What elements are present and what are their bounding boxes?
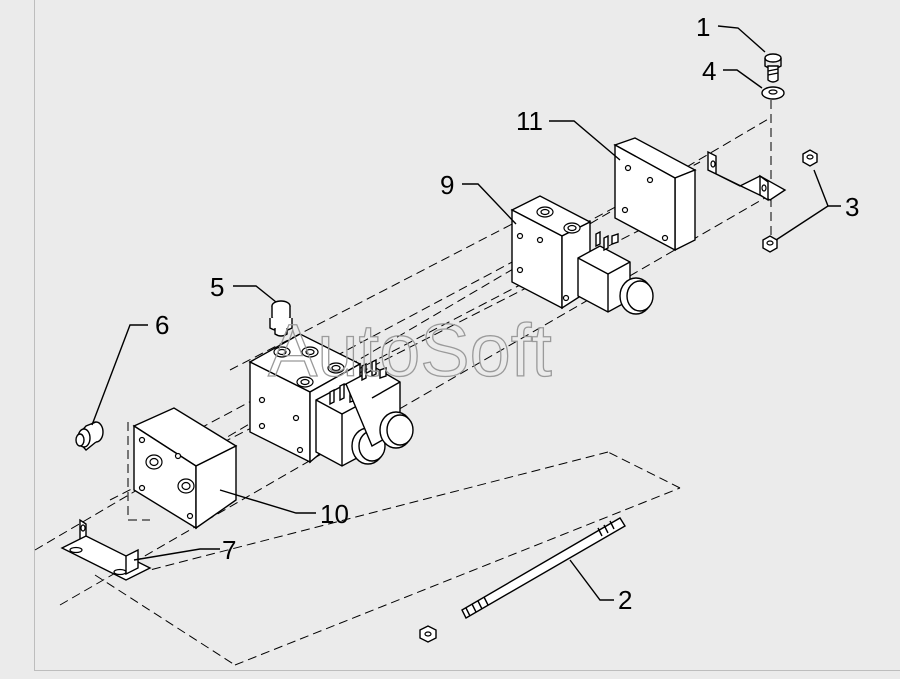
drawing-frame (34, 0, 900, 671)
nut-part-3-lower (762, 235, 778, 253)
bracket-right (707, 150, 787, 202)
callout-1: 1 (696, 12, 710, 42)
gasket-plate-part-11 (613, 137, 697, 252)
fitting-part-6 (75, 421, 104, 451)
double-valve-block (248, 333, 414, 467)
callout-9: 9 (440, 170, 454, 200)
valve-block-part-9 (510, 195, 654, 315)
callout-labels: 1 4 11 9 3 5 6 10 7 2 (155, 12, 859, 615)
bracket-part-7 (60, 518, 152, 581)
callout-7: 7 (222, 535, 236, 565)
fitting-part-5 (269, 300, 293, 337)
callout-5: 5 (210, 272, 224, 302)
tie-rod-part-2 (419, 517, 626, 643)
callout-4: 4 (702, 56, 716, 86)
callout-10: 10 (320, 499, 349, 529)
washer-part-4 (761, 86, 785, 100)
nut-part-3-upper (802, 149, 818, 167)
end-plate-part-10 (132, 407, 238, 530)
callout-3: 3 (845, 192, 859, 222)
bolt-part-1 (764, 53, 782, 83)
callout-6: 6 (155, 310, 169, 340)
callout-2: 2 (618, 585, 632, 615)
watermark-text: AutoSoft (268, 309, 552, 392)
leader-lines (91, 25, 841, 601)
callout-11: 11 (516, 106, 543, 136)
